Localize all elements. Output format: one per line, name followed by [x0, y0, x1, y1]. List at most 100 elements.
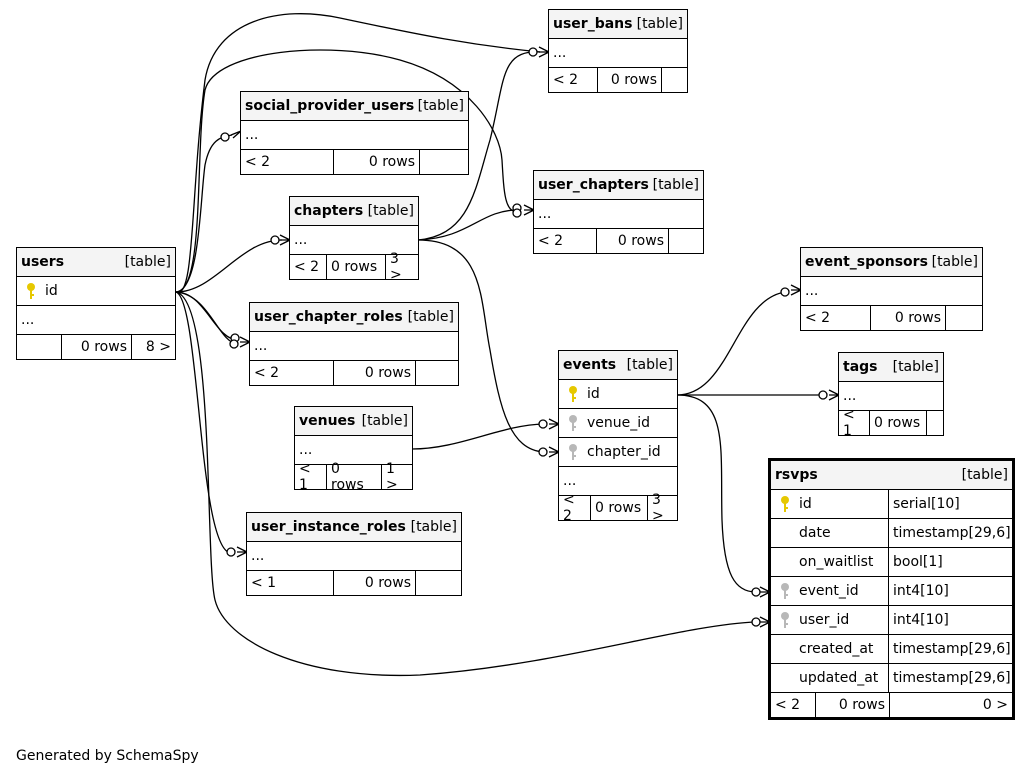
column-row[interactable]: id	[17, 277, 175, 306]
children-count	[415, 361, 458, 385]
table-type: [table]	[410, 519, 457, 535]
key-icon	[565, 443, 581, 461]
table-header: events[table]	[559, 351, 677, 380]
column-name: user_id	[799, 612, 850, 628]
column-name: event_id	[799, 583, 859, 599]
cardinality-circle	[512, 208, 522, 218]
parents-count: < 2	[294, 259, 320, 275]
table-header: chapters[table]	[290, 197, 418, 226]
cardinality-circle	[538, 447, 548, 457]
edge-users-user_bans	[175, 13, 541, 293]
row-count: 0 rows	[869, 411, 926, 435]
column-ellipsis: ...	[538, 206, 552, 222]
parents-count: < 1	[843, 407, 855, 439]
column-row[interactable]: venue_id	[559, 409, 677, 438]
column-type: int4[10]	[888, 577, 1012, 605]
parents-count: < 2	[245, 154, 271, 170]
column-row: ...	[290, 226, 418, 255]
cardinality-circle	[780, 287, 790, 297]
column-row: ...	[247, 542, 461, 571]
column-name: on_waitlist	[799, 554, 874, 570]
column-ellipsis: ...	[245, 127, 259, 143]
column-row[interactable]: id	[559, 380, 677, 409]
parents-count: < 2	[254, 365, 280, 381]
edge-users-user_instance_roles	[175, 291, 231, 554]
table-footer: < 2 0 rows	[250, 361, 458, 385]
column-name: date	[799, 525, 831, 541]
table-user_chapter_roles[interactable]: user_chapter_roles[table] ... < 2 0 rows	[249, 302, 459, 386]
column-name: id	[799, 496, 812, 512]
edge-venues-events	[411, 423, 545, 450]
column-row[interactable]: event_id int4[10]	[771, 577, 1012, 606]
column-name: chapter_id	[587, 444, 661, 460]
cardinality-circle	[751, 617, 761, 627]
table-header: user_chapter_roles[table]	[250, 303, 458, 332]
column-ellipsis: ...	[21, 312, 35, 328]
table-header: event_sponsors[table]	[801, 248, 982, 277]
parents-count: < 2	[538, 233, 564, 249]
column-ellipsis: ...	[299, 442, 313, 458]
column-ellipsis: ...	[843, 388, 857, 404]
table-name: users	[21, 254, 65, 270]
row-count: 0 rows	[333, 150, 419, 174]
edge-users-social_provider_users	[175, 134, 233, 293]
row-count: 0 rows	[870, 306, 945, 330]
table-footer: < 2 0 rows	[801, 306, 982, 330]
table-name: tags	[843, 359, 878, 375]
cardinality-circle	[528, 47, 538, 57]
column-row[interactable]: chapter_id	[559, 438, 677, 467]
table-events[interactable]: events[table] id venue_id chapter_id ...…	[558, 350, 678, 524]
cardinality-circle	[751, 587, 761, 597]
table-header: user_chapters[table]	[534, 171, 703, 200]
table-header: rsvps[table]	[771, 461, 1012, 490]
parents-count: < 2	[805, 310, 831, 326]
children-count	[415, 571, 461, 595]
table-footer: < 1 0 rows	[839, 407, 943, 439]
column-name: venue_id	[587, 415, 651, 431]
table-name: chapters	[294, 203, 364, 219]
column-type: serial[10]	[888, 490, 1012, 518]
table-type: [table]	[626, 357, 673, 373]
edge-chapters-events	[417, 239, 545, 453]
table-name: venues	[299, 413, 356, 429]
table-name: social_provider_users	[245, 98, 415, 114]
table-header: venues[table]	[295, 407, 412, 436]
table-social_provider_users[interactable]: social_provider_users[table] ... < 2 0 ro…	[240, 91, 469, 175]
column-row: ...	[295, 436, 412, 465]
edge-users-user_chapters	[175, 49, 519, 293]
children-count	[419, 150, 468, 174]
column-row: ...	[559, 467, 677, 496]
column-ellipsis: ...	[254, 338, 268, 354]
table-header: social_provider_users[table]	[241, 92, 468, 121]
column-row[interactable]: id serial[10]	[771, 490, 1012, 519]
column-name: id	[587, 386, 600, 402]
children-count	[668, 229, 703, 253]
table-name: user_chapter_roles	[254, 309, 403, 325]
children-count: 3 >	[647, 492, 677, 524]
column-name: updated_at	[799, 670, 879, 686]
key-icon	[777, 582, 793, 600]
table-name: user_chapters	[538, 177, 649, 193]
row-count: 0 rows	[333, 361, 415, 385]
